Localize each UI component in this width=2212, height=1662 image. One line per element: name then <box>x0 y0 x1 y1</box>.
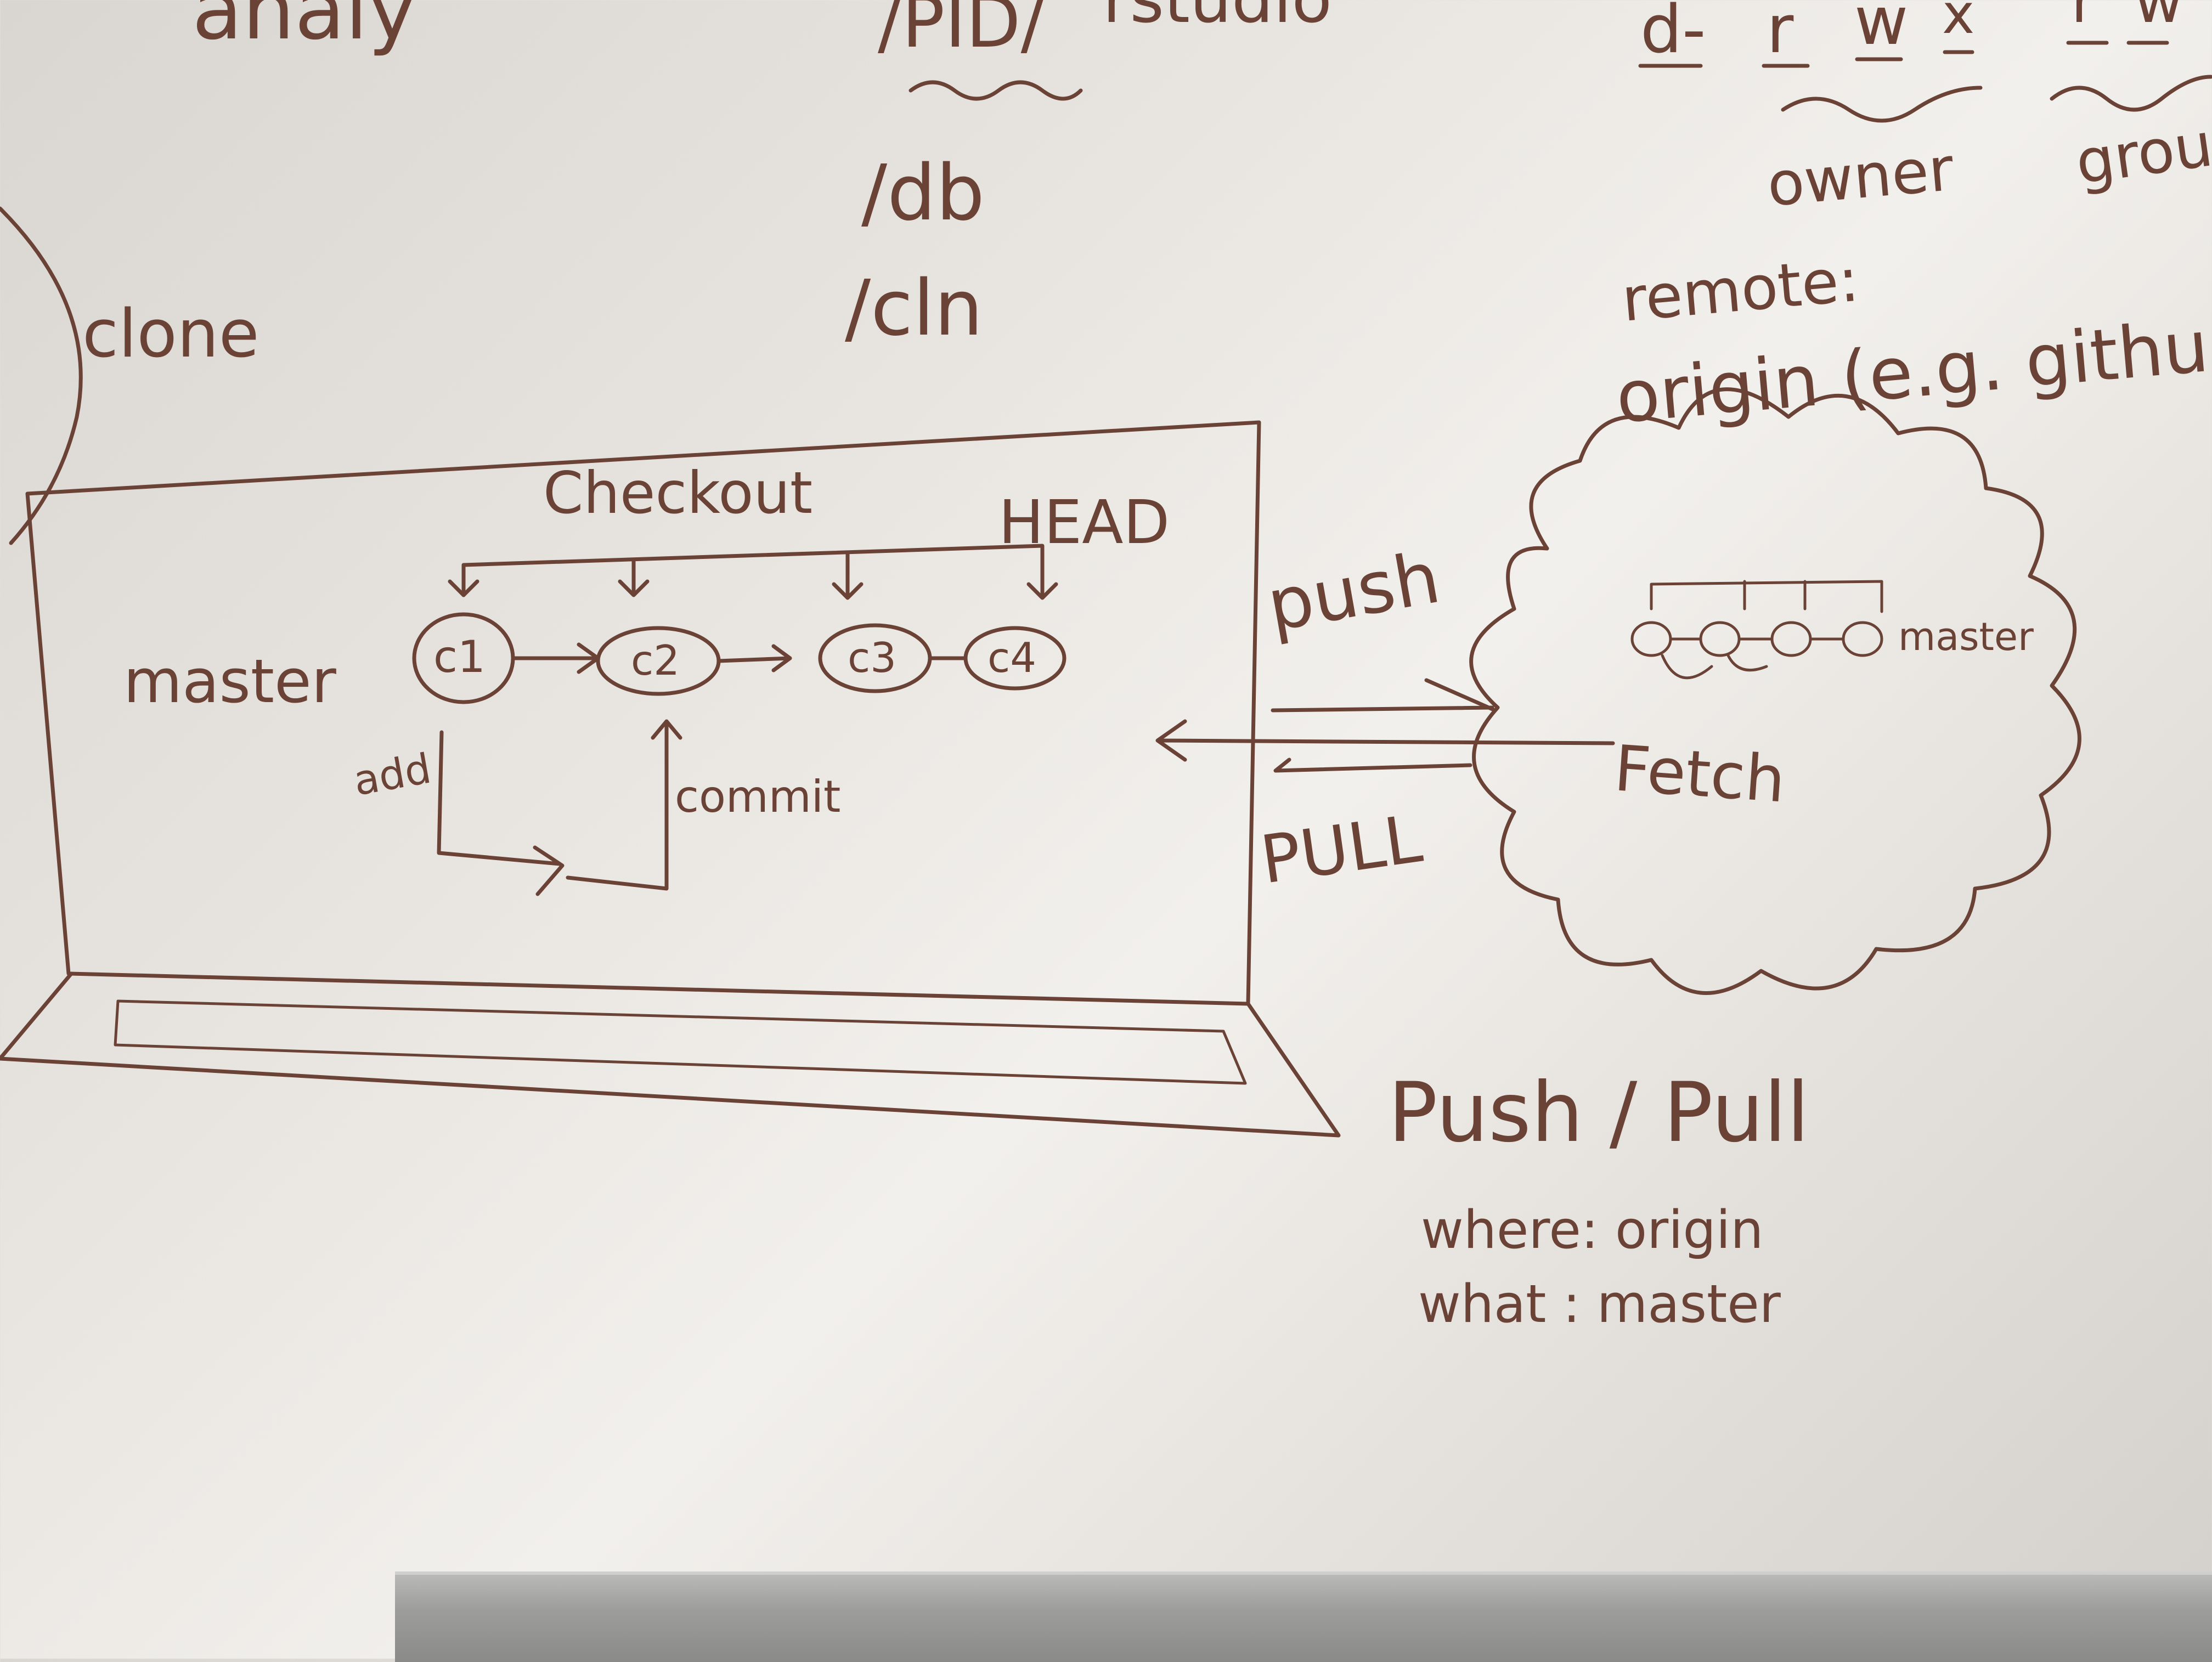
fetch-arrow <box>1155 719 1615 762</box>
branch-master-label: master <box>123 646 337 716</box>
cln-path-label: /cln <box>845 264 983 353</box>
laptop-keyboard-base <box>0 971 1341 1138</box>
perm-bit-w-owner: w <box>1854 0 1908 60</box>
push-label: push <box>1261 535 1446 647</box>
db-path-label: /db <box>861 149 985 238</box>
push-arrow <box>1271 678 1497 713</box>
perm-bit-d: d- <box>1640 0 1706 68</box>
arrow-c2-to-c3 <box>716 644 792 672</box>
rstudio-partial-text: rstudio <box>1103 0 1332 38</box>
push-pull-title: Push / Pull <box>1388 1065 1809 1161</box>
top-left-partial-text: analy <box>192 0 416 58</box>
group-brace-squiggle <box>2050 75 2212 112</box>
checkout-label: Checkout <box>543 460 812 527</box>
where-origin-note: where: origin <box>1421 1200 1763 1260</box>
cloud-commit-graph <box>1630 580 1883 680</box>
remote-label: remote: <box>1619 245 1861 335</box>
commit-label-c1: c1 <box>433 631 486 682</box>
add-label: add <box>350 744 435 805</box>
add-commit-loop <box>437 719 682 896</box>
perm-bit-x-owner: x <box>1942 0 1974 46</box>
pid-path-label: /PID/ <box>878 0 1045 64</box>
owner-brace-squiggle <box>1781 86 1983 123</box>
remote-cloud <box>1469 387 2081 995</box>
perm-underlines <box>1638 41 2169 68</box>
commit-label-c2: c2 <box>631 636 680 685</box>
perm-bit-w-group: w <box>2134 0 2183 36</box>
pull-arrow <box>1273 757 1472 773</box>
clone-arc <box>0 206 83 545</box>
what-master-note: what : master <box>1418 1274 1781 1335</box>
pull-label: PULL <box>1256 801 1427 899</box>
whiteboard-marker-tray <box>395 1571 2212 1662</box>
fetch-label: Fetch <box>1612 732 1787 817</box>
checkout-arrow-c1 <box>448 563 479 597</box>
perm-bit-r-group: r <box>2071 0 2096 36</box>
perm-bit-r-owner: r <box>1767 0 1794 68</box>
commit-label-c4: c4 <box>988 634 1036 682</box>
checkout-arrow-c3 <box>832 552 864 600</box>
cloud-master-label: master <box>1898 614 2034 659</box>
checkout-bracket <box>461 544 1045 597</box>
commit-action-label: commit <box>675 771 840 822</box>
laptop-trackpad-slot <box>114 999 1247 1085</box>
group-label: grou <box>2072 109 2212 197</box>
clone-label: clone <box>82 296 259 372</box>
checkout-arrow-c4 <box>1026 546 1058 600</box>
commit-label-c3: c3 <box>848 634 896 682</box>
owner-label: owner <box>1764 134 1957 220</box>
arrow-c1-to-c2 <box>511 642 600 674</box>
pid-underline-squiggle <box>909 80 1083 101</box>
checkout-arrow-c2 <box>618 557 650 597</box>
